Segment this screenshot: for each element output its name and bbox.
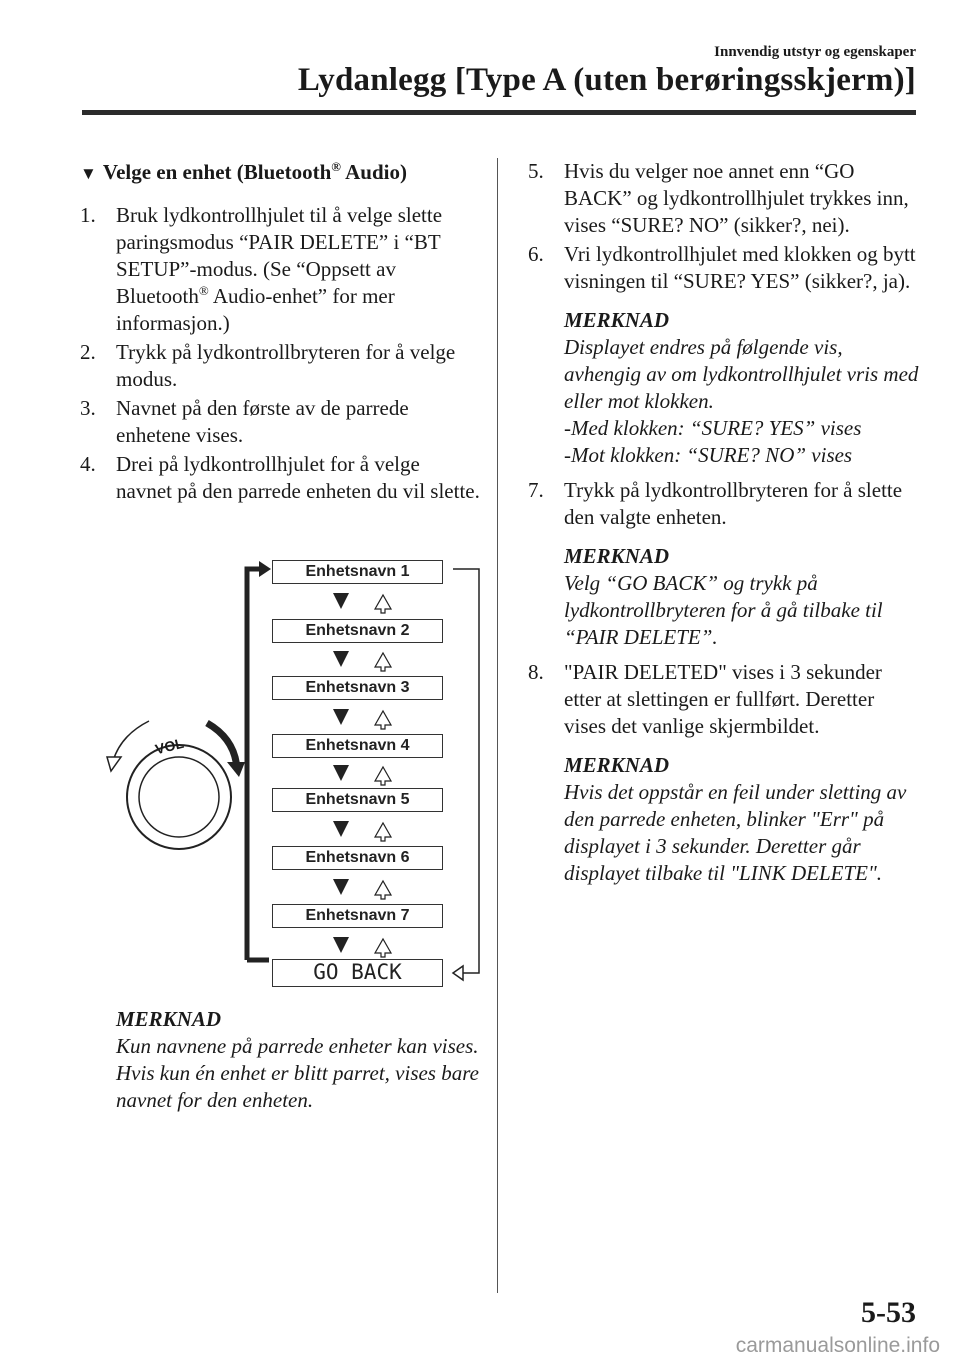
note-text: Displayet endres på følgende vis, avheng…	[564, 335, 919, 413]
loop-arrowhead-left	[259, 561, 271, 577]
go-back-display: GO BACK	[272, 959, 443, 987]
step-5: 5.Hvis du velger noe annet enn “GO BACK”…	[528, 159, 909, 237]
note-direction: MERKNAD Displayet endres på følgende vis…	[528, 307, 920, 469]
note-text: Kun navnene på parrede enheter kan vises…	[116, 1034, 479, 1112]
loop-bracket-right	[453, 568, 480, 974]
left-note: MERKNAD Kun navnene på parrede enheter k…	[80, 1006, 480, 1114]
figure-graphics	[106, 561, 480, 982]
note-go-back: MERKNAD Velg “GO BACK” og trykk på lydko…	[528, 543, 920, 651]
watermark: carmanualsonline.info	[735, 1334, 940, 1357]
device-name-4: Enhetsnavn 4	[272, 734, 443, 758]
step-arrows	[333, 593, 393, 958]
note-text: Hvis det oppstår en feil under sletting …	[564, 780, 907, 885]
device-name-3: Enhetsnavn 3	[272, 676, 443, 700]
column-divider	[497, 158, 498, 1293]
left-column: ▼Velge en enhet (Bluetooth® Audio) 1. Br…	[80, 158, 480, 507]
counterclockwise-arrow-icon	[112, 720, 150, 762]
page-number: 5-53	[861, 1296, 916, 1329]
device-name-1: Enhetsnavn 1	[272, 560, 443, 584]
triangle-bullet-icon: ▼	[80, 164, 97, 183]
volume-knob	[106, 719, 245, 850]
section-heading: ▼Velge en enhet (Bluetooth® Audio)	[80, 159, 407, 184]
device-name-7: Enhetsnavn 7	[272, 904, 443, 928]
loop-bracket-left	[244, 566, 261, 960]
step-2: 2.Trykk på lydkontrollbryteren for å vel…	[80, 340, 456, 391]
note-label: MERKNAD	[564, 308, 670, 332]
chapter-subtitle: Innvendig utstyr og egenskaper	[714, 44, 916, 60]
device-name-5: Enhetsnavn 5	[272, 788, 443, 812]
device-selection-figure: VOL Enhetsnavn 1 Enhetsnavn 2 Enhetsnavn…	[97, 555, 497, 995]
page-title: Lydanlegg [Type A (uten berøringsskjerm)…	[297, 62, 916, 98]
note-error: MERKNAD Hvis det oppstår en feil under s…	[528, 752, 920, 887]
device-name-6: Enhetsnavn 6	[272, 846, 443, 870]
note-label: MERKNAD	[564, 753, 670, 777]
device-name-2: Enhetsnavn 2	[272, 619, 443, 643]
step-6: 6.Vri lydkontrollhjulet med klokken og b…	[528, 242, 916, 293]
step-4: 4.Drei på lydkontrollhjulet for å velge …	[80, 452, 480, 503]
note-counterclockwise: -Mot klokken: “SURE? NO” vises	[564, 443, 853, 467]
note-clockwise: -Med klokken: “SURE? YES” vises	[564, 416, 862, 440]
step-8: 8."PAIR DELETED" vises i 3 sekunder ette…	[528, 660, 882, 738]
step-1: 1. Bruk lydkontrollhjulet til å velge sl…	[80, 203, 443, 335]
step-3: 3.Navnet på den første av de parrede enh…	[80, 396, 409, 447]
header-rule	[82, 110, 916, 115]
note-label: MERKNAD	[564, 544, 670, 568]
loop-arrowhead-right	[451, 964, 464, 982]
step-7: 7.Trykk på lydkontrollbryteren for å sle…	[528, 478, 903, 529]
note-label: MERKNAD	[116, 1007, 222, 1031]
right-column: 5.Hvis du velger noe annet enn “GO BACK”…	[528, 158, 920, 895]
note-text: Velg “GO BACK” og trykk på lydkontrollbr…	[564, 571, 883, 649]
